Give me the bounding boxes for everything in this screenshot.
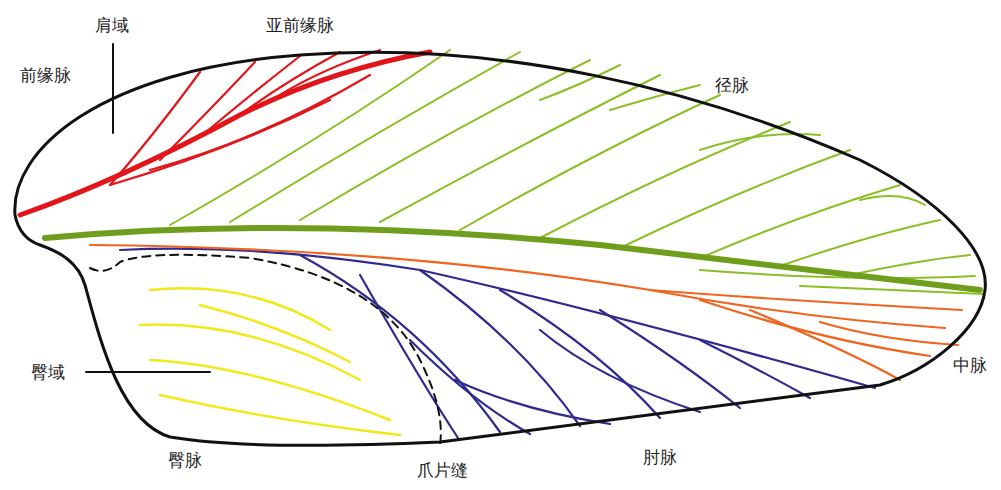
anal-veins [140, 288, 400, 435]
part-label: 亚前缘脉 [266, 15, 334, 35]
wing-outline [15, 52, 986, 445]
radius-stem [45, 228, 980, 290]
part-label: 前缘脉 [20, 65, 71, 85]
claval-suture [90, 255, 441, 445]
cubitus-veins [120, 249, 875, 438]
part-label: 爪片缝 [417, 460, 468, 480]
radius-veins [170, 50, 984, 294]
part-label: 肩域 [95, 15, 129, 35]
part-label: 中脉 [953, 355, 987, 375]
leader-line [86, 371, 210, 373]
part-label: 径脉 [715, 75, 749, 95]
leader-line [112, 44, 114, 133]
subcosta-veins [110, 50, 380, 185]
subcosta-stem [20, 52, 430, 215]
part-label: 臀脉 [168, 450, 202, 470]
part-label: 臀域 [31, 362, 65, 382]
media-veins [90, 245, 962, 380]
part-label: 肘脉 [643, 447, 677, 467]
